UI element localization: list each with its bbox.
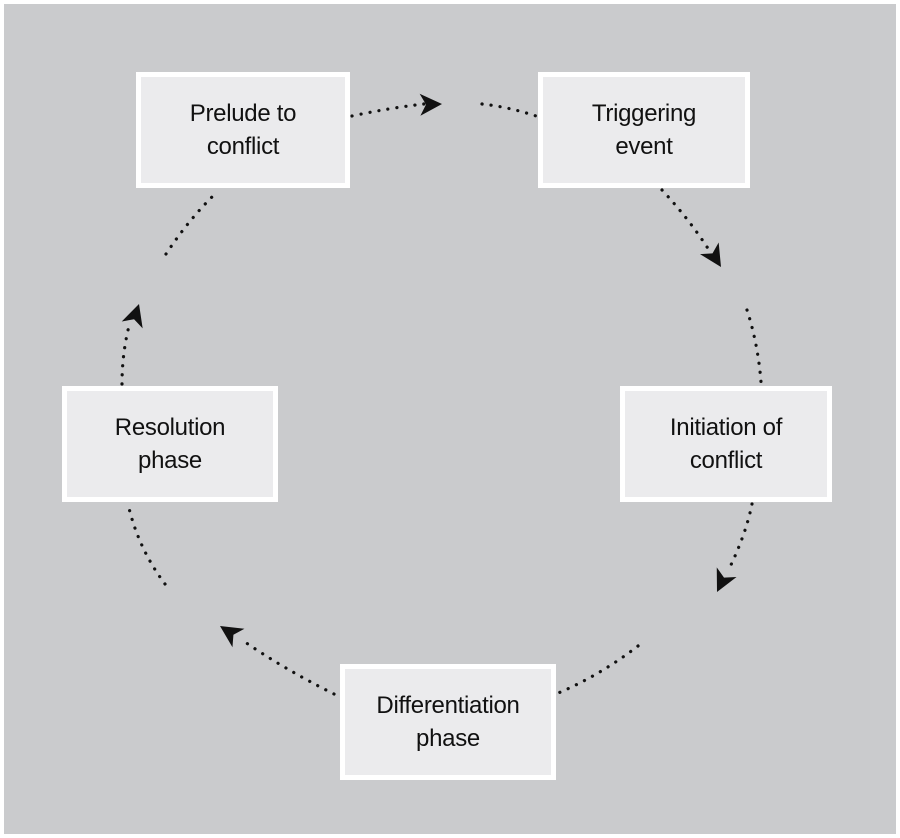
arrow-initiation-to-differentiation [727,502,754,571]
arrow-prelude-to-triggering [350,102,426,118]
stage-label-line1: Triggering [591,100,697,127]
diagram-canvas: Prelude to conflict Triggering event Ini… [4,4,896,834]
arrow-triggering-to-initiation-tail [745,308,763,384]
arrow-initiation-to-differentiation-tail [554,644,640,696]
arrow-resolution-to-prelude-tail [164,190,219,256]
arrow-resolution-to-prelude [120,320,132,386]
arrowhead-initiation [700,242,721,267]
arrow-differentiation-to-resolution-tail [126,502,167,586]
arrowhead-differentiation [716,567,737,592]
stage-triggering-event: Triggering event [538,72,750,188]
stage-initiation-of-conflict: Initiation of conflict [620,386,832,502]
arrowhead-prelude [121,304,143,329]
stage-label-line1: Differentiation [376,692,520,719]
stage-differentiation-phase: Differentiation phase [340,664,556,780]
stage-prelude-to-conflict: Prelude to conflict [136,72,350,188]
stage-label-line1: Initiation of [669,414,783,441]
stage-label-line2: event [615,133,673,160]
stage-label-line2: phase [138,447,202,474]
stage-label-line1: Resolution [114,414,226,441]
stage-label-line1: Prelude to [189,100,297,127]
stage-label-line2: conflict [206,133,280,160]
cycle-arrows [120,93,763,696]
arrow-prelude-to-triggering-tail [480,102,538,118]
arrow-differentiation-to-resolution [240,638,336,696]
stage-label-line2: conflict [689,447,763,474]
arrow-triggering-to-initiation [660,188,711,252]
arrowhead-resolution [220,626,245,648]
stage-label-line2: phase [416,725,480,752]
arrowhead-triggering [419,93,442,116]
stage-resolution-phase: Resolution phase [62,386,278,502]
